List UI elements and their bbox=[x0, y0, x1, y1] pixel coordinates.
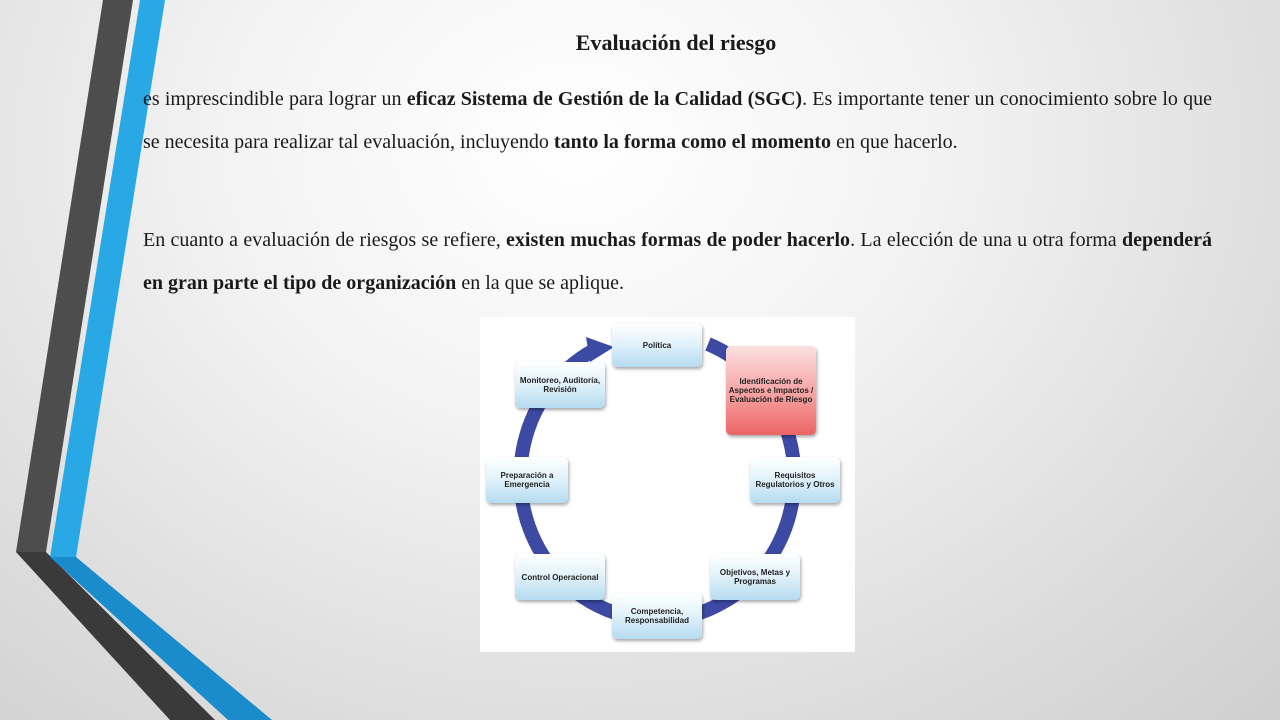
slide-title: Evaluación del riesgo bbox=[575, 30, 777, 55]
node-objetivos-label: Objetivos, Metas y Programas bbox=[719, 568, 791, 586]
node-requisitos: Requisitos Regulatorios y Otros bbox=[750, 457, 840, 503]
paragraph-2: En cuanto a evaluación de riesgos se ref… bbox=[143, 229, 1213, 294]
node-preparacion: Preparación a Emergencia bbox=[486, 457, 568, 503]
node-monitoreo-label: Monitoreo, Auditoría, Revisión bbox=[519, 376, 601, 394]
node-requisitos-label: Requisitos Regulatorios y Otros bbox=[755, 471, 835, 489]
node-identificacion-label: Identificación de Aspectos e Impactos / … bbox=[728, 377, 814, 404]
node-control: Control Operacional bbox=[515, 554, 605, 600]
node-identificacion: Identificación de Aspectos e Impactos / … bbox=[726, 346, 816, 435]
node-competencia-label: Competencia, Responsabilidad bbox=[624, 607, 689, 625]
management-cycle-diagram: Política Identificación de Aspectos e Im… bbox=[480, 317, 855, 652]
node-control-label: Control Operacional bbox=[521, 572, 599, 582]
node-monitoreo: Monitoreo, Auditoría, Revisión bbox=[515, 362, 605, 408]
node-competencia: Competencia, Responsabilidad bbox=[612, 593, 702, 639]
node-preparacion-label: Preparación a Emergencia bbox=[500, 471, 554, 489]
node-politica: Política bbox=[612, 323, 702, 367]
paragraph-1: es imprescindible para lograr un eficaz … bbox=[143, 88, 1212, 153]
decorative-stripes bbox=[16, 0, 272, 720]
node-politica-label: Política bbox=[642, 340, 672, 350]
node-objetivos: Objetivos, Metas y Programas bbox=[710, 554, 800, 600]
